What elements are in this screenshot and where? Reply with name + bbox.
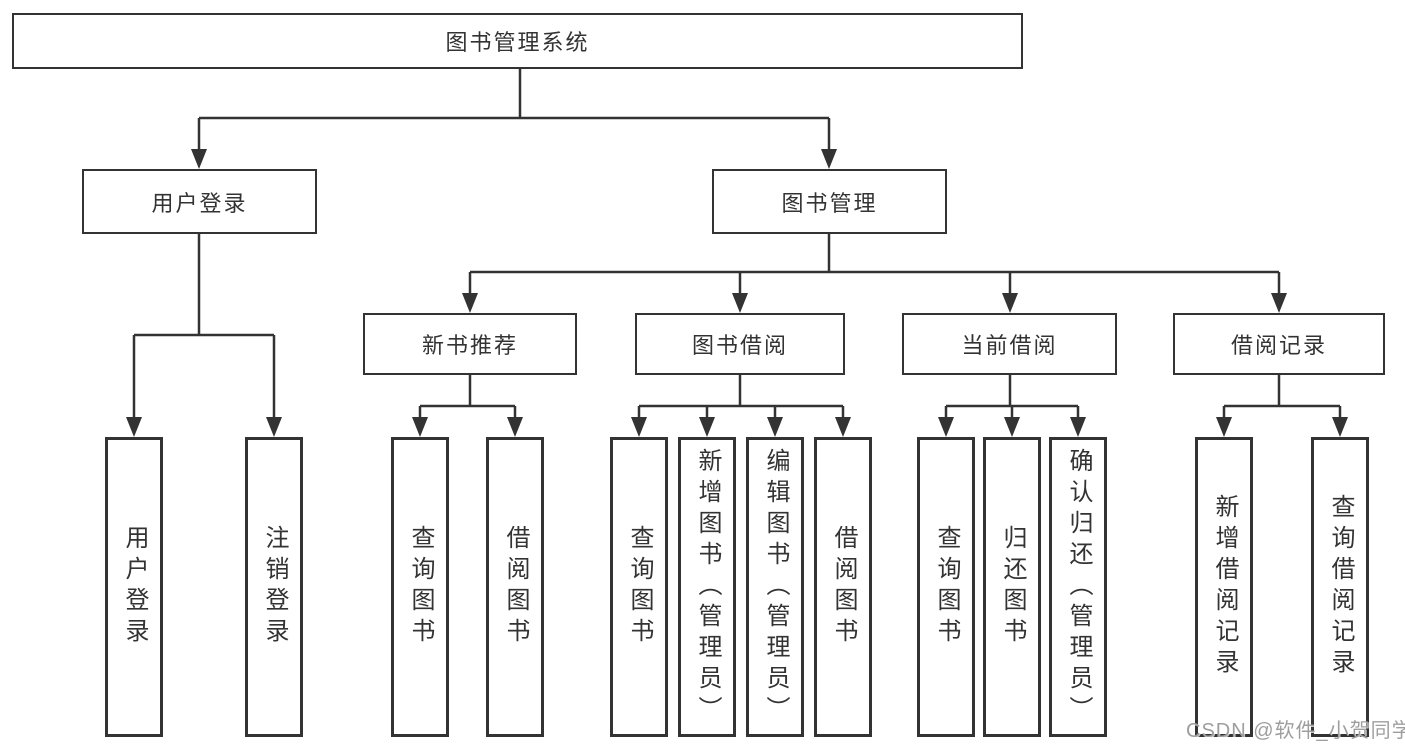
leaf-label: 确认归还（管理员） bbox=[1065, 447, 1092, 727]
leaf-query-books-recommend: 查询图书 bbox=[391, 437, 449, 737]
node-book-management: 图书管理 bbox=[712, 169, 947, 234]
leaf-confirm-return-admin: 确认归还（管理员） bbox=[1049, 437, 1107, 737]
leaf-label: 查询图书 bbox=[407, 525, 434, 649]
node-label: 借阅记录 bbox=[1230, 333, 1327, 358]
node-label: 当前借阅 bbox=[961, 333, 1058, 358]
node-library-system: 图书管理系统 bbox=[12, 13, 1023, 69]
leaf-label: 新增借阅记录 bbox=[1211, 494, 1238, 680]
node-label: 新书推荐 bbox=[421, 333, 518, 358]
leaf-borrow-books: 借阅图书 bbox=[814, 437, 872, 737]
node-label: 用户登录 bbox=[151, 190, 248, 216]
leaf-label: 归还图书 bbox=[999, 525, 1026, 649]
node-book-borrowing: 图书借阅 bbox=[635, 313, 845, 375]
leaf-query-books-borrow: 查询图书 bbox=[610, 437, 668, 737]
leaf-label: 借阅图书 bbox=[830, 525, 857, 649]
leaf-label: 注销登录 bbox=[261, 525, 288, 649]
leaf-label: 用户登录 bbox=[121, 525, 148, 649]
leaf-edit-book-admin: 编辑图书（管理员） bbox=[746, 437, 804, 737]
leaf-logout: 注销登录 bbox=[245, 437, 303, 737]
leaf-borrow-books-recommend: 借阅图书 bbox=[486, 437, 544, 737]
leaf-label: 查询图书 bbox=[626, 525, 653, 649]
leaf-query-borrow-record: 查询借阅记录 bbox=[1311, 437, 1369, 737]
leaf-label: 编辑图书（管理员） bbox=[762, 447, 789, 727]
leaf-query-books-current: 查询图书 bbox=[917, 437, 975, 737]
leaf-label: 查询借阅记录 bbox=[1327, 494, 1354, 680]
leaf-add-book-admin: 新增图书（管理员） bbox=[678, 437, 736, 737]
leaf-label: 新增图书（管理员） bbox=[694, 447, 721, 727]
leaf-return-books: 归还图书 bbox=[983, 437, 1041, 737]
node-current-borrowing: 当前借阅 bbox=[902, 313, 1117, 375]
node-label: 图书借阅 bbox=[691, 333, 788, 358]
node-label: 图书管理 bbox=[781, 190, 878, 216]
leaf-user-login: 用户登录 bbox=[105, 437, 163, 737]
node-label: 图书管理系统 bbox=[445, 30, 590, 55]
watermark: CSDN @软件_小贺同学 bbox=[1186, 720, 1405, 742]
leaf-add-borrow-record: 新增借阅记录 bbox=[1195, 437, 1253, 737]
node-new-book-recommend: 新书推荐 bbox=[363, 313, 577, 375]
node-borrow-records: 借阅记录 bbox=[1173, 313, 1385, 375]
leaf-label: 查询图书 bbox=[933, 525, 960, 649]
leaf-label: 借阅图书 bbox=[502, 525, 529, 649]
node-user-login: 用户登录 bbox=[82, 169, 317, 234]
